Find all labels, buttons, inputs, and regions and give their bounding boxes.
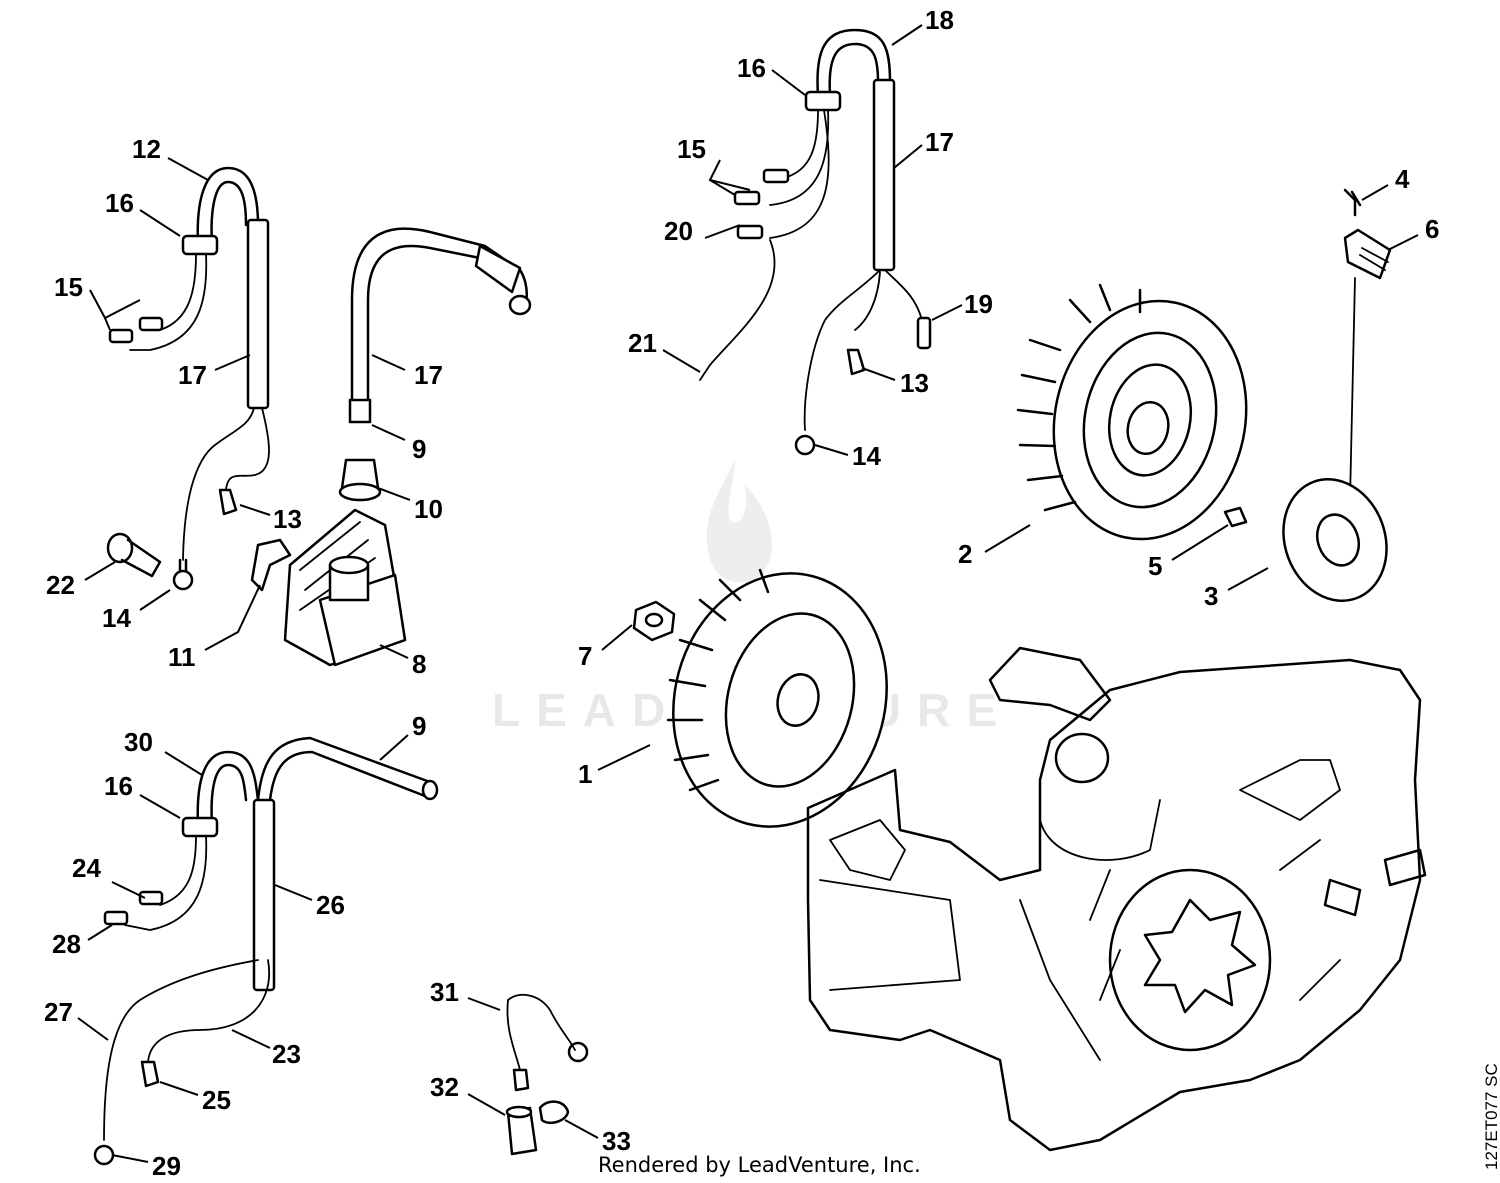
callout-20: 20	[664, 216, 693, 246]
callout-28: 28	[52, 929, 81, 959]
crankcase-housing	[806, 646, 1427, 1152]
callout-21: 21	[628, 328, 657, 358]
callout-9: 9	[412, 711, 426, 741]
callout-15: 15	[677, 134, 706, 164]
callout-4: 4	[1395, 164, 1410, 194]
callout-12: 12	[132, 134, 161, 164]
callout-30: 30	[124, 727, 153, 757]
callout-14: 14	[102, 603, 131, 633]
callout-27: 27	[44, 997, 73, 1027]
callout-33: 33	[602, 1126, 631, 1156]
flywheel-2	[1016, 283, 1248, 541]
callout-17: 17	[178, 360, 207, 390]
callout-24: 24	[72, 853, 101, 883]
callout-16: 16	[737, 53, 766, 83]
callout-labels: 12 16 15 17 13 22 14 17 9 10 11 8 18 16 …	[44, 5, 1439, 1181]
callout-32: 32	[430, 1072, 459, 1102]
callout-23: 23	[272, 1039, 301, 1069]
flywheel-1	[666, 568, 888, 828]
callout-10: 10	[414, 494, 443, 524]
render-credit: Rendered by LeadVenture, Inc.	[598, 1153, 921, 1177]
callout-16: 16	[104, 771, 133, 801]
callout-13: 13	[273, 504, 302, 534]
callout-3: 3	[1204, 581, 1218, 611]
callout-7: 7	[578, 641, 592, 671]
callout-26: 26	[316, 890, 345, 920]
callout-1: 1	[578, 759, 592, 789]
callout-18: 18	[925, 5, 954, 35]
callout-25: 25	[202, 1085, 231, 1115]
callout-9: 9	[412, 434, 426, 464]
connector-32	[505, 1105, 538, 1156]
ignition-module-assembly	[250, 227, 532, 667]
callout-6: 6	[1425, 214, 1439, 244]
callout-15: 15	[54, 272, 83, 302]
starter-cup-3	[1223, 188, 1392, 602]
callout-17: 17	[925, 127, 954, 157]
callout-14: 14	[852, 441, 881, 471]
leader-lines	[77, 24, 1419, 1163]
callout-16: 16	[105, 188, 134, 218]
callout-29: 29	[152, 1151, 181, 1181]
ignition-lead-assembly-a	[106, 166, 270, 591]
ignition-lead-assembly-c	[93, 736, 439, 1166]
nut-7	[632, 600, 676, 642]
callout-22: 22	[46, 570, 75, 600]
callout-2: 2	[958, 539, 972, 569]
cap-33	[538, 1100, 570, 1124]
callout-31: 31	[430, 977, 459, 1007]
ignition-lead-assembly-b	[699, 28, 932, 456]
ground-wire-31	[506, 993, 589, 1092]
callout-5: 5	[1148, 551, 1162, 581]
callout-17: 17	[414, 360, 443, 390]
callout-19: 19	[964, 289, 993, 319]
callout-8: 8	[412, 649, 426, 679]
callout-13: 13	[900, 368, 929, 398]
callout-11: 11	[168, 642, 196, 672]
drawing-code: 127ET077 SC	[1482, 1063, 1500, 1170]
